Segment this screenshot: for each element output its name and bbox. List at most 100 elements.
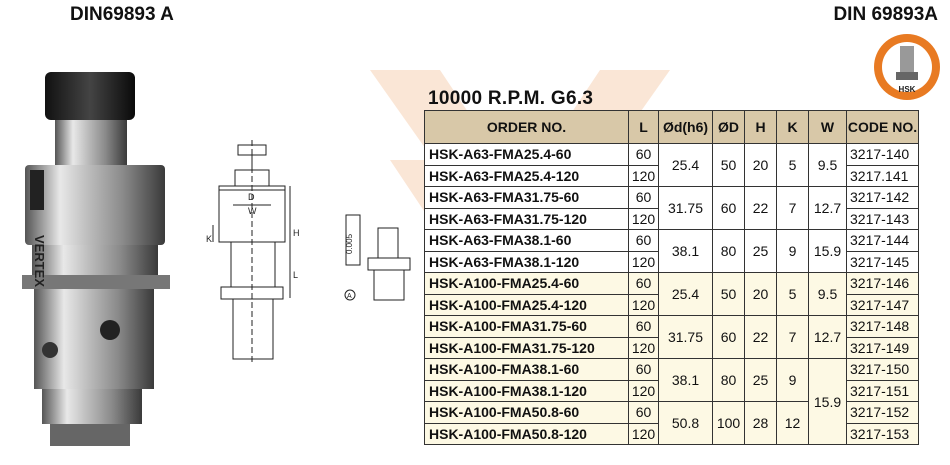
code-cell: 3217-145 bbox=[846, 250, 919, 273]
w-cell: 15.9 bbox=[808, 229, 847, 273]
table-row: HSK-A100-FMA31.75-60 60 31.75 60 22 7 12… bbox=[424, 315, 919, 359]
code-cell: 3217-144 bbox=[846, 229, 919, 252]
l-cell: 120 bbox=[628, 207, 659, 230]
k-cell: 5 bbox=[776, 272, 809, 316]
order-no-cell: HSK-A100-FMA31.75-120 bbox=[424, 336, 629, 359]
code-cell: 3217-153 bbox=[846, 422, 919, 445]
w-cell: 9.5 bbox=[808, 272, 847, 316]
l-cell: 60 bbox=[628, 358, 659, 381]
table-row: HSK-A100-FMA50.8-120 120 3217-153 bbox=[424, 422, 919, 445]
D-cell: 80 bbox=[712, 229, 745, 273]
d-cell: 38.1 bbox=[658, 229, 713, 273]
table-row: HSK-A100-FMA31.75-120 120 3217-149 bbox=[424, 336, 919, 359]
code-cell: 3217-148 bbox=[846, 315, 919, 338]
label-tolerance: 0.005 bbox=[345, 233, 354, 254]
order-no-cell: HSK-A100-FMA31.75-60 bbox=[424, 315, 629, 338]
table-row: HSK-A100-FMA38.1-60 60 38.1 80 25 9 15.9… bbox=[424, 358, 919, 445]
w-cell: 12.7 bbox=[808, 186, 847, 230]
brand-text: VERTEX bbox=[32, 235, 47, 287]
l-cell: 120 bbox=[628, 293, 659, 316]
order-no-cell: HSK-A63-FMA38.1-60 bbox=[424, 229, 629, 252]
l-cell: 120 bbox=[628, 379, 659, 402]
badge-label: HSK bbox=[899, 85, 916, 94]
d-cell: 25.4 bbox=[658, 272, 713, 316]
l-cell: 60 bbox=[628, 272, 659, 295]
label-L: L bbox=[293, 270, 298, 280]
d-cell: 31.75 bbox=[658, 315, 713, 359]
table-row: HSK-A100-FMA25.4-120 120 3217-147 bbox=[424, 293, 919, 316]
label-datum-a: A bbox=[347, 293, 352, 300]
l-cell: 60 bbox=[628, 315, 659, 338]
table-row: HSK-A63-FMA25.4-60 60 25.4 50 20 5 9.5 3… bbox=[424, 143, 919, 187]
d-cell: 25.4 bbox=[658, 143, 713, 187]
D-cell: 50 bbox=[712, 272, 745, 316]
order-no-cell: HSK-A100-FMA38.1-60 bbox=[424, 358, 629, 381]
label-K: K bbox=[206, 234, 212, 244]
k-cell: 9 bbox=[776, 358, 809, 402]
D-cell: 50 bbox=[712, 143, 745, 187]
k-cell: 7 bbox=[776, 186, 809, 230]
order-no-cell: HSK-A63-FMA25.4-60 bbox=[424, 143, 629, 166]
table-row: HSK-A63-FMA31.75-120 120 3217-143 bbox=[424, 207, 919, 230]
l-cell: 120 bbox=[628, 164, 659, 187]
code-cell: 3217-152 bbox=[846, 401, 919, 424]
col-header-d: Ød(h6) bbox=[658, 110, 713, 144]
D-cell: 100 bbox=[712, 401, 745, 445]
l-cell: 60 bbox=[628, 186, 659, 209]
code-cell: 3217-142 bbox=[846, 186, 919, 209]
d-cell: 38.1 bbox=[658, 358, 713, 402]
table-row: HSK-A100-FMA50.8-60 60 50.8 100 28 12 32… bbox=[424, 401, 919, 445]
code-cell: 3217-140 bbox=[846, 143, 919, 166]
col-header-code: CODE NO. bbox=[846, 110, 919, 144]
label-W: W bbox=[248, 206, 257, 216]
order-no-cell: HSK-A63-FMA31.75-60 bbox=[424, 186, 629, 209]
h-cell: 20 bbox=[744, 143, 777, 187]
code-cell: 3217-147 bbox=[846, 293, 919, 316]
h-cell: 22 bbox=[744, 186, 777, 230]
h-cell: 25 bbox=[744, 358, 777, 402]
w-cell: 9.5 bbox=[808, 143, 847, 187]
left-title: DIN69893 A bbox=[70, 4, 174, 25]
table-row: HSK-A63-FMA38.1-60 60 38.1 80 25 9 15.9 … bbox=[424, 229, 919, 273]
l-cell: 120 bbox=[628, 422, 659, 445]
h-cell: 22 bbox=[744, 315, 777, 359]
w-cell: 15.9 bbox=[808, 358, 847, 445]
h-cell: 28 bbox=[744, 401, 777, 445]
label-D: D bbox=[248, 192, 255, 202]
code-cell: 3217-149 bbox=[846, 336, 919, 359]
order-no-cell: HSK-A63-FMA25.4-120 bbox=[424, 164, 629, 187]
table-row: HSK-A63-FMA25.4-120 120 3217.141 bbox=[424, 164, 919, 187]
order-no-cell: HSK-A63-FMA38.1-120 bbox=[424, 250, 629, 273]
code-cell: 3217-143 bbox=[846, 207, 919, 230]
k-cell: 9 bbox=[776, 229, 809, 273]
code-cell: 3217-146 bbox=[846, 272, 919, 295]
order-no-cell: HSK-A100-FMA25.4-120 bbox=[424, 293, 629, 316]
D-cell: 60 bbox=[712, 186, 745, 230]
order-no-cell: HSK-A100-FMA25.4-60 bbox=[424, 272, 629, 295]
code-cell: 3217.141 bbox=[846, 164, 919, 187]
label-H: H bbox=[293, 228, 300, 238]
order-no-cell: HSK-A100-FMA38.1-120 bbox=[424, 379, 629, 402]
code-cell: 3217-151 bbox=[846, 379, 919, 402]
col-header-order: ORDER NO. bbox=[424, 110, 629, 144]
spec-table: ORDER NO. L Ød(h6) ØD H K W CODE NO. HSK… bbox=[424, 110, 919, 445]
col-header-h: H bbox=[744, 110, 777, 144]
hsk-badge-icon: HSK bbox=[874, 34, 940, 100]
col-header-w: W bbox=[808, 110, 847, 144]
h-cell: 20 bbox=[744, 272, 777, 316]
order-no-cell: HSK-A100-FMA50.8-120 bbox=[424, 422, 629, 445]
table-header-row: ORDER NO. L Ød(h6) ØD H K W CODE NO. bbox=[424, 110, 919, 144]
k-cell: 5 bbox=[776, 143, 809, 187]
table-row: HSK-A63-FMA31.75-60 60 31.75 60 22 7 12.… bbox=[424, 186, 919, 230]
l-cell: 60 bbox=[628, 229, 659, 252]
k-cell: 7 bbox=[776, 315, 809, 359]
D-cell: 80 bbox=[712, 358, 745, 402]
right-title: DIN 69893A bbox=[833, 4, 938, 25]
col-header-k: K bbox=[776, 110, 809, 144]
rpm-label: 10000 R.P.M. G6.3 bbox=[428, 88, 594, 109]
table-row: HSK-A63-FMA38.1-120 120 3217-145 bbox=[424, 250, 919, 273]
col-header-l: L bbox=[628, 110, 659, 144]
runout-drawing: 0.005 A bbox=[344, 214, 411, 301]
k-cell: 12 bbox=[776, 401, 809, 445]
l-cell: 120 bbox=[628, 336, 659, 359]
